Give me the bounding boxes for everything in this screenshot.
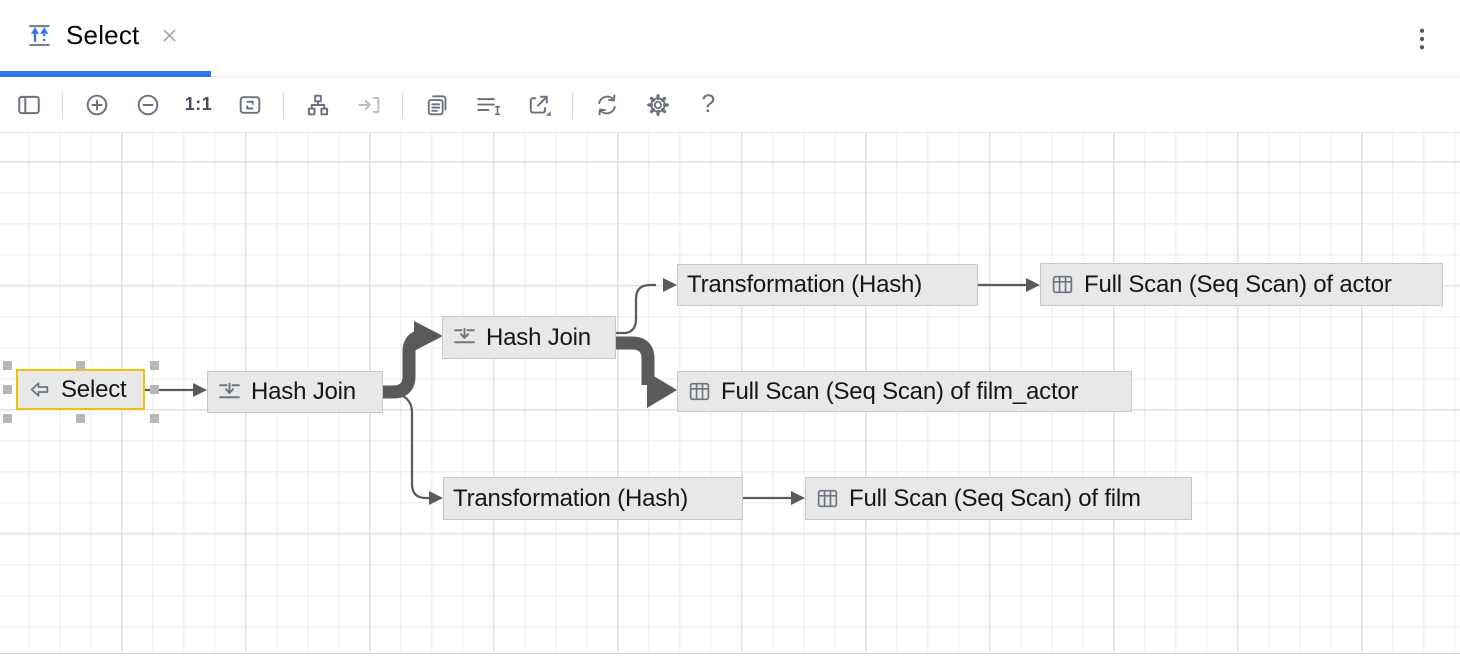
copy-diagram-button[interactable] [414, 85, 460, 125]
fit-content-button[interactable] [227, 85, 273, 125]
selection-handle[interactable] [76, 413, 85, 423]
plan-node-full-scan-film-actor[interactable]: Full Scan (Seq Scan) of film_actor [677, 371, 1132, 412]
node-label: Full Scan (Seq Scan) of actor [1084, 270, 1392, 298]
toggle-left-panel-button[interactable] [6, 85, 52, 125]
selection-handle[interactable] [149, 360, 159, 370]
selection-handle[interactable] [149, 413, 159, 423]
table-icon [815, 486, 840, 511]
refresh-icon [594, 92, 620, 118]
tab-select[interactable]: Select [0, 0, 206, 70]
node-label: Full Scan (Seq Scan) of film [849, 484, 1141, 512]
diagram-toolbar: 1:1? [0, 77, 1460, 133]
node-label: Full Scan (Seq Scan) of film_actor [721, 377, 1079, 405]
apply-layout-button[interactable] [295, 85, 341, 125]
close-icon[interactable] [159, 25, 180, 46]
plan-node-transformation-hash-lower[interactable]: Transformation (Hash) [443, 477, 743, 520]
export-diagram-button[interactable] [516, 85, 562, 125]
table-icon [687, 379, 712, 404]
selection-handle[interactable] [2, 385, 12, 394]
edge-arrowhead [414, 321, 443, 351]
settings-button[interactable] [635, 85, 681, 125]
selection-handle[interactable] [149, 385, 159, 394]
zoom-in-button[interactable] [74, 85, 120, 125]
plan-node-select[interactable]: Select [16, 369, 145, 410]
refresh-button[interactable] [584, 85, 630, 125]
selection-handle[interactable] [2, 360, 12, 370]
zoom-out-icon [135, 92, 161, 118]
panel-left-icon [16, 92, 42, 118]
fit-content-icon [237, 92, 263, 118]
export-icon [526, 92, 552, 118]
list-cursor-icon [475, 92, 501, 118]
node-label: Transformation (Hash) [687, 271, 922, 298]
plan-node-hash-join-1[interactable]: Hash Join [207, 371, 383, 413]
actual-size-button[interactable]: 1:1 [176, 85, 222, 125]
zoom-in-icon [84, 92, 110, 118]
edge-arrowhead [1026, 278, 1040, 292]
kebab-menu-button[interactable] [1407, 24, 1437, 54]
selection-handle[interactable] [76, 360, 85, 370]
execution-plan-icon [26, 22, 53, 49]
edge-arrowhead [193, 383, 207, 397]
table-icon [1050, 272, 1075, 297]
gear-icon [645, 92, 671, 118]
zoom-out-button[interactable] [125, 85, 171, 125]
plan-node-transformation-hash-upper[interactable]: Transformation (Hash) [677, 264, 978, 306]
help-button[interactable]: ? [686, 85, 732, 125]
edge-arrowhead [647, 372, 677, 408]
toolbar-separator [62, 91, 63, 118]
node-label: Transformation (Hash) [453, 484, 688, 512]
arrow-left-icon [27, 377, 52, 402]
active-tab-indicator [0, 71, 211, 77]
edge-arrowhead [663, 278, 677, 292]
join-icon [452, 325, 477, 350]
copy-icon [424, 92, 450, 118]
toolbar-separator [572, 91, 573, 118]
node-label: Hash Join [486, 323, 591, 351]
selection-handle[interactable] [2, 413, 12, 423]
plan-node-full-scan-film[interactable]: Full Scan (Seq Scan) of film [805, 477, 1192, 520]
plan-edges [145, 278, 1040, 505]
focus-selection-button[interactable] [346, 85, 392, 125]
join-icon [217, 380, 242, 405]
toolbar-separator [402, 91, 403, 118]
actual-size-label: 1:1 [184, 94, 213, 114]
edge-arrowhead [429, 491, 443, 505]
node-label: Hash Join [251, 378, 356, 405]
toolbar-separator [283, 91, 284, 118]
hierarchy-layout-icon [305, 92, 331, 118]
arrow-into-bracket-icon [356, 92, 382, 118]
tab-label: Select [66, 19, 140, 50]
plan-edge-hash-join-2-to-transformation-hash-upper [616, 283, 656, 335]
help-label: ? [701, 90, 716, 118]
plan-node-hash-join-2[interactable]: Hash Join [442, 316, 616, 359]
tab-bar: Select [0, 0, 1460, 77]
show-plan-details-button[interactable] [465, 85, 511, 125]
plan-edge-hash-join-2-to-full-scan-film-actor [616, 336, 655, 385]
plan-edge-hash-join-1-to-transformation-hash-lower [399, 393, 429, 500]
edge-arrowhead [791, 491, 805, 505]
plan-node-full-scan-actor[interactable]: Full Scan (Seq Scan) of actor [1040, 263, 1443, 306]
node-label: Select [61, 375, 127, 403]
